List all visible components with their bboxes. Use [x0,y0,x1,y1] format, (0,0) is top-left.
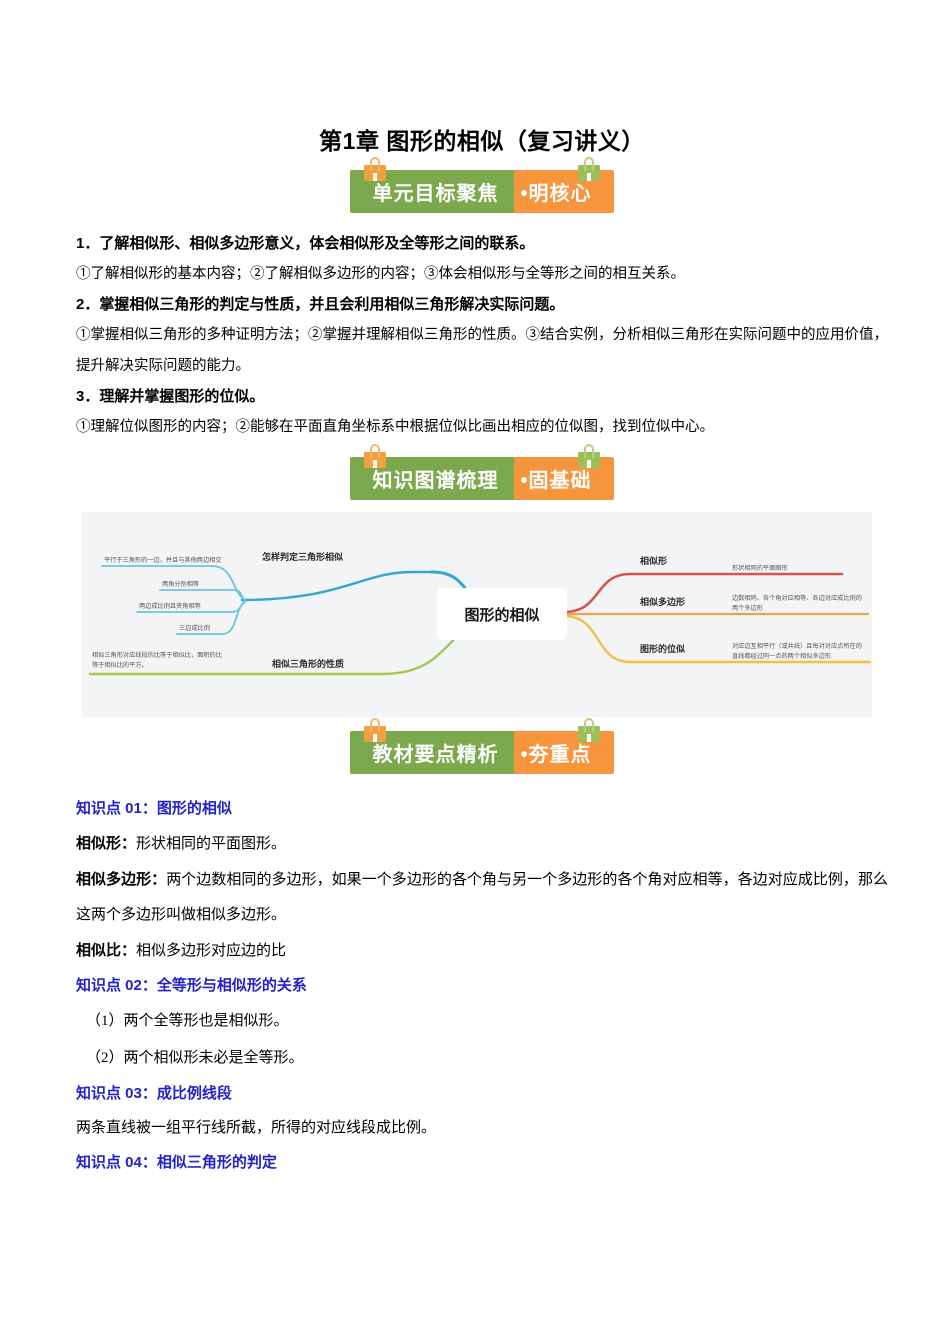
knowledge-point-item: （1）两个全等形也是相似形。 [86,1013,289,1029]
mindmap-leaf-label: 三边成比例 [179,624,210,632]
mm-edge-leaf-1 [101,565,245,600]
banner-title-left: 单元目标聚焦 [350,170,515,213]
mindmap-branch-label: 怎样判定三角形相似 [262,551,343,562]
page-title: 第1章 图形的相似（复习讲义） [319,128,645,154]
mindmap-center-node [437,588,567,640]
knowledge-points-section: 知识点 01：图形的相似 相似形：形状相同的平面图形。 相似多边形：两个边数相同… [76,792,888,1180]
binder-clip-icon-left [364,718,387,742]
mm-edge-right-homothety [562,614,872,664]
mindmap-leaf-label: 两边成比例且夹角相等 [139,602,201,610]
objective-heading: 3．理解并掌握图形的位似。 [76,388,265,405]
mindmap-leaf-label: 相似三角形对应线段的比等于相似比，面积的比 [92,651,222,659]
mm-edge-leaf-4 [176,601,246,635]
mindmap-desc: 形状相同的平面图形 [732,564,788,572]
knowledge-point-title: 知识点 03：成比例线段 [76,1085,232,1102]
knowledge-point-paragraph: 相似多边形：两个边数相同的多边形，如果一个多边形的各个角与另一个多边形的各个角对… [76,862,888,933]
mindmap-center-label: 图形的相似 [464,606,539,624]
banner-title-right: •明核心 [514,170,614,213]
term-text: 形状相同的平面图形。 [136,836,287,852]
term-label: 相似多边形： [76,871,167,888]
objective-detail: ①理解位似图形的内容；②能够在平面直角坐标系中根据位似比画出相应的位似图，找到位… [76,419,714,435]
term-label: 相似比： [76,942,137,959]
term-label: 相似形： [76,835,137,852]
binder-clip-icon-left [364,444,387,468]
knowledge-point-item: （2）两个相似形未必是全等形。 [86,1050,304,1066]
binder-clip-icon-right [577,157,600,181]
mm-edge-leaf-2 [159,589,246,601]
banner-unit-goals-wrap: 单元目标聚焦 •明核心 [76,156,888,213]
mindmap-leaf-label: 平行于三角形的一边，并且与其他两边相交 [104,556,222,564]
banner-title-right: •夯重点 [514,731,614,774]
mindmap-figure: 图形的相似 怎样判定三角形相似 相似三角形的性质 平行于三角形的一边，并且与其他… [82,512,872,717]
mindmap-desc-cont: 直线都经过同一点的两个相似多边形 [732,652,831,660]
mindmap-branch-label: 相似多边形 [640,596,685,607]
term-text: 两条直线被一组平行线所截，所得的对应线段成比例。 [76,1120,437,1136]
term-text: 相似多边形对应边的比 [136,943,287,959]
binder-clip-icon-right [577,444,600,468]
mindmap-desc: 边数相同、各个角对应相等、各边对应成比例的 [732,594,862,602]
mindmap-leaf-label: 两角分别相等 [162,580,199,588]
banner-knowledge-map: 知识图谱梳理 •固基础 [350,444,614,500]
mindmap-desc-cont: 两个多边形 [732,604,763,612]
banner-title-left: 知识图谱梳理 [350,457,515,500]
mindmap-branch-label: 相似三角形的性质 [272,658,344,669]
knowledge-point-title: 知识点 02：全等形与相似形的关系 [76,977,307,994]
document-content: 第1章 图形的相似（复习讲义） 单元目标聚焦 •明核心 1．了解相似形、相似多边… [76,0,888,1180]
knowledge-point-title: 知识点 01：图形的相似 [76,800,232,817]
mindmap-desc: 对应边互相平行（或共线）且每对对应点所在的 [732,642,862,650]
mindmap-leaf-label-cont: 等于相似比的平方。 [92,661,148,669]
objective-heading: 1．了解相似形、相似多边形意义，体会相似形及全等形之间的联系。 [76,235,535,252]
term-text: 两个边数相同的多边形，如果一个多边形的各个角与另一个多边形的各个角对应相等，各边… [76,872,888,923]
objective-heading: 2．掌握相似三角形的判定与性质，并且会利用相似三角形解决实际问题。 [76,296,565,313]
knowledge-point-title: 知识点 04：相似三角形的判定 [76,1154,277,1171]
mm-edge-left-main [240,570,434,602]
objective-detail: ①了解相似形的基本内容；②了解相似多边形的内容；③体会相似形与全等形之间的相互关… [76,266,685,282]
banner-key-points: 教材要点精析 •夯重点 [350,718,614,774]
objectives-section: 1．了解相似形、相似多边形意义，体会相似形及全等形之间的联系。 ①了解相似形的基… [76,229,888,443]
binder-clip-icon-left [364,157,387,181]
banner-knowledge-map-wrap: 知识图谱梳理 •固基础 [76,443,888,500]
mindmap-branch-label: 相似形 [640,555,667,566]
objective-detail: ①掌握相似三角形的多种证明方法；②掌握并理解相似三角形的性质。③结合实例，分析相… [76,327,888,374]
knowledge-point-paragraph: 两条直线被一组平行线所截，所得的对应线段成比例。 [76,1111,888,1146]
mindmap-branch-label: 图形的位似 [640,643,685,654]
mm-edge-right-similar [562,572,844,614]
banner-key-points-wrap: 教材要点精析 •夯重点 [76,717,888,774]
knowledge-point-paragraph: 相似形：形状相同的平面图形。 [76,826,888,862]
banner-unit-goals: 单元目标聚焦 •明核心 [350,157,614,213]
knowledge-point-paragraph: 相似比：相似多边形对应边的比 [76,933,888,969]
binder-clip-icon-right [577,718,600,742]
